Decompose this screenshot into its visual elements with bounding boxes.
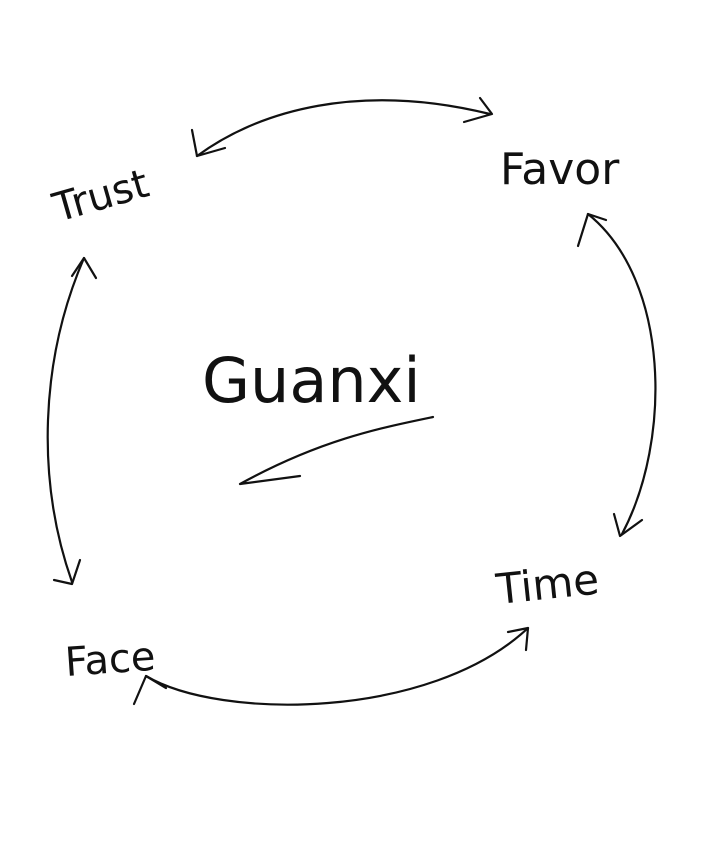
node-label-time: Time (493, 554, 601, 614)
node-label-trust: Trust (47, 161, 154, 232)
center-label: Guanxi (202, 344, 421, 417)
edge-face-trust (46, 256, 98, 586)
edge-trust-favor (190, 96, 494, 158)
node-label-face: Face (63, 634, 156, 686)
edge-favor-time (576, 212, 657, 538)
node-label-favor: Favor (500, 144, 620, 195)
edge-time-face (132, 626, 530, 706)
center-underline (238, 415, 435, 486)
